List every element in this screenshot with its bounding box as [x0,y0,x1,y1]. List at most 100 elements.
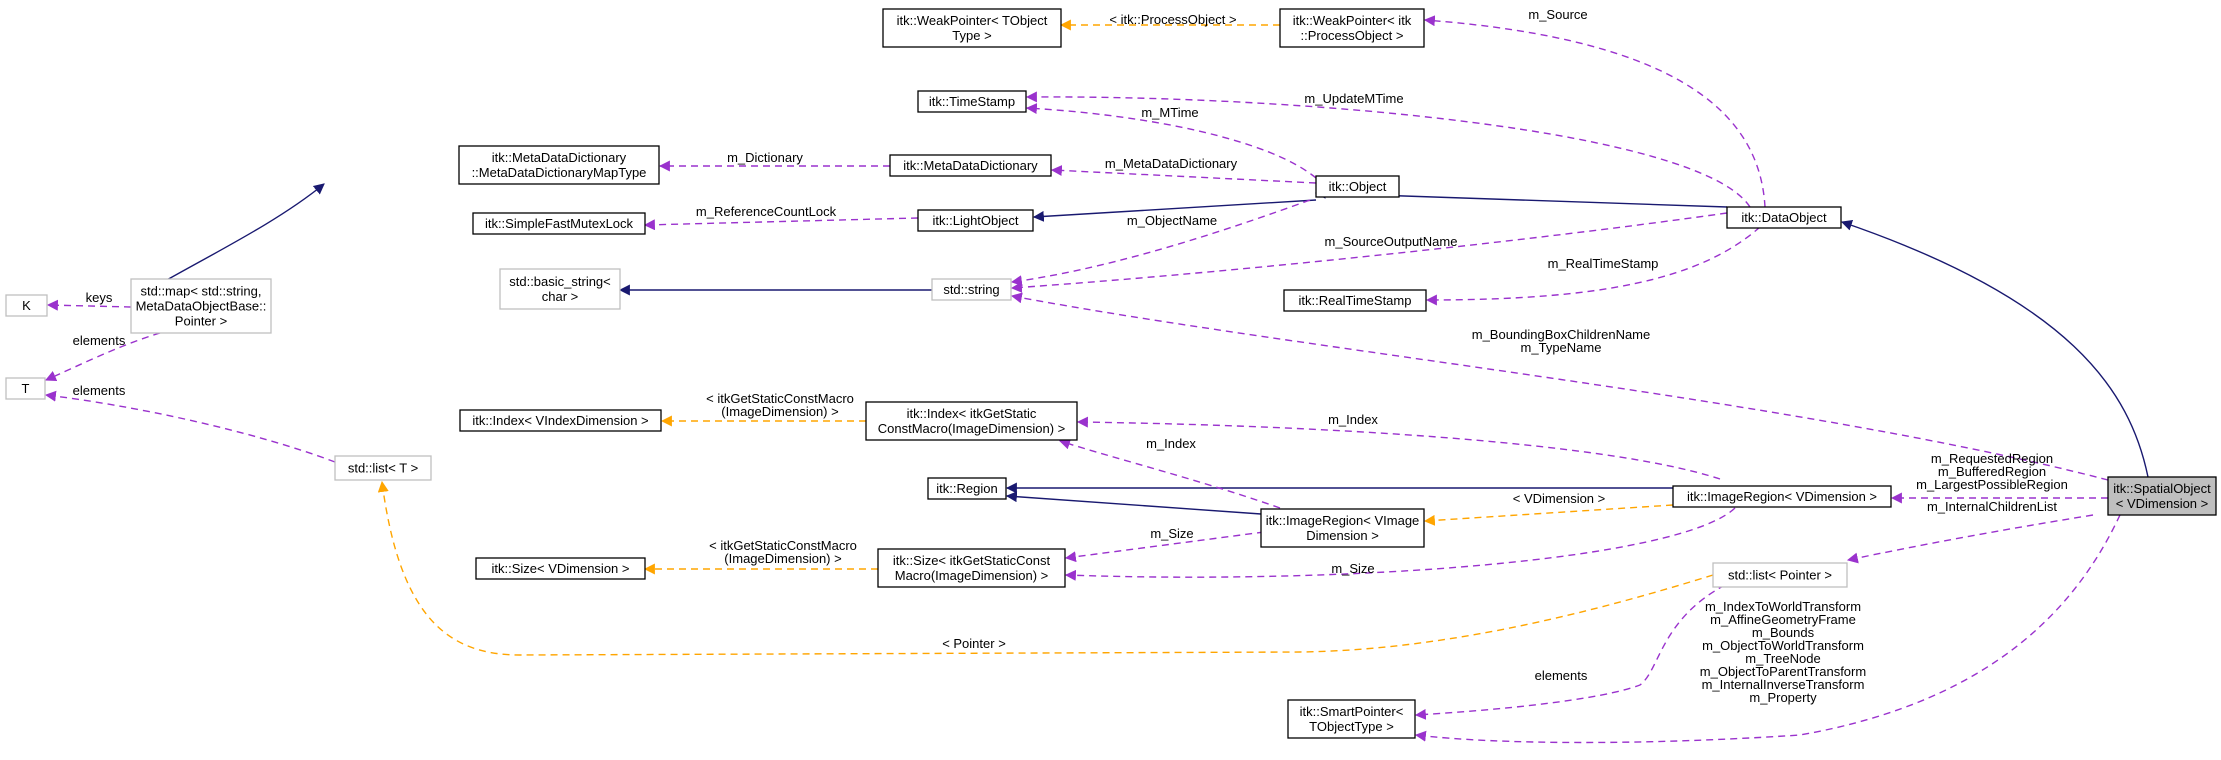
nodes: itk::WeakPointer< TObjectType > itk::Wea… [5,8,2217,739]
node-label-line: itk::Size< itkGetStaticConst [893,553,1051,568]
node-label-line: itk::MetaDataDictionary [492,150,627,165]
edge-label-line: < VDimension > [1513,491,1606,506]
edge-label-object-name: m_ObjectName [1127,213,1217,228]
edge-label-line: m_Property [1749,690,1817,705]
edge-label-line: (ImageDimension) > [721,404,838,419]
edge-label-line: elements [73,383,126,398]
node-label-line: itk::SmartPointer< [1300,704,1404,719]
node-basic-string[interactable]: std::basic_string<char > [499,268,621,310]
edge-label-internal-children: m_InternalChildrenList [1927,499,2057,514]
node-index-itkgetstaticconstmacro[interactable]: itk::Index< itkGetStaticConstMacro(Image… [865,401,1078,441]
node-spatialobject-selected-box [2107,476,2217,516]
edge-label-size-ir: m_Size [1331,561,1374,576]
node-realtimestamp-box [1283,289,1427,312]
node-smartpointer[interactable]: itk::SmartPointer<TObjectType > [1287,699,1416,739]
edge-label-macro-index: < itkGetStaticConstMacro(ImageDimension)… [706,391,854,419]
edge-label-mdd: m_MetaDataDictionary [1105,156,1238,171]
edge-spatialobject-to-stdlist-ptr [1846,514,2094,564]
edge-label-line: m_Index [1328,412,1378,427]
node-std-list-t[interactable]: std::list< T > [334,455,432,481]
node-size-vdimension-box [475,557,646,580]
node-label-line: Pointer > [175,314,227,329]
edge-label-line: m_Dictionary [727,150,803,165]
edge-label-line: < itkGetStaticConstMacro [709,538,857,553]
edge-label-dictionary: m_Dictionary [727,150,803,165]
node-label-line: itk::LightObject [933,213,1019,228]
node-size-itkgetstaticconstmacro-box [877,548,1066,588]
node-label-line: itk::Size< VDimension > [491,561,629,576]
edge-label-line: m_ObjectName [1127,213,1217,228]
node-size-itkgetstaticconstmacro[interactable]: itk::Size< itkGetStaticConstMacro(ImageD… [877,548,1066,588]
node-label-line: itk::Object [1329,179,1387,194]
edge-label-line: m_TypeName [1521,340,1602,355]
edge-label-update-mtime: m_UpdateMTime [1304,91,1403,106]
edge-label-refcount-lock: m_ReferenceCountLock [696,204,837,219]
node-label-line: itk::WeakPointer< TObject [897,13,1048,28]
node-metadatadictionary-maptype[interactable]: itk::MetaDataDictionary::MetaDataDiction… [458,145,660,185]
node-std-map-box [130,278,272,334]
edge-label-line: elements [73,333,126,348]
node-label-line: itk::ImageRegion< VImage [1266,513,1420,528]
edge-label-line: m_Size [1331,561,1374,576]
node-label-line: itk::SimpleFastMutexLock [485,216,634,231]
edge-stdmap-to-t [44,332,161,382]
node-k[interactable]: K [5,294,48,317]
node-metadatadictionary[interactable]: itk::MetaDataDictionary [889,154,1052,177]
edge-spatialobject-to-dataobject [1840,220,2149,478]
node-std-list-pointer[interactable]: std::list< Pointer > [1712,562,1848,588]
node-index-vindexdimension-box [459,409,662,432]
node-spatialobject-selected[interactable]: itk::SpatialObject< VDimension > [2107,476,2217,516]
node-std-map[interactable]: std::map< std::string,MetaDataObjectBase… [130,278,272,334]
node-label-line: MetaDataObjectBase:: [136,299,267,314]
node-weakpointer-tobjecttype[interactable]: itk::WeakPointer< TObjectType > [882,8,1062,48]
edge-label-process-object: < itk::ProcessObject > [1109,12,1236,27]
edge-label-index-irv: m_Index [1146,436,1196,451]
edge-label-line: m_SourceOutputName [1325,234,1458,249]
edge-label-line: m_ReferenceCountLock [696,204,837,219]
edge-dataobject-to-string [1010,212,1728,293]
edge-label-line: < itkGetStaticConstMacro [706,391,854,406]
edge-label-index-ir: m_Index [1328,412,1378,427]
node-object[interactable]: itk::Object [1315,175,1400,198]
node-label-line: itk::WeakPointer< itk [1293,13,1412,28]
node-index-vindexdimension[interactable]: itk::Index< VIndexDimension > [459,409,662,432]
node-weakpointer-tobjecttype-box [882,8,1062,48]
edge-label-line: m_AffineGeometryFrame [1710,612,1856,627]
edge-label-line: m_Size [1150,526,1193,541]
node-simplefastmutexlock[interactable]: itk::SimpleFastMutexLock [472,212,646,235]
node-label-line: char > [542,289,579,304]
node-label-line: itk::TimeStamp [929,94,1015,109]
node-weakpointer-processobject-box [1279,8,1425,48]
edge-label-line: m_ObjectToWorldTransform [1702,638,1864,653]
node-dataobject[interactable]: itk::DataObject [1726,206,1842,229]
node-label-line: itk::MetaDataDictionary [903,158,1038,173]
node-label-line: itk::Index< VIndexDimension > [472,413,648,428]
node-imageregion-vimagedimension-box [1260,508,1425,548]
edge-spatialobject-to-smartpointer [1414,514,2121,744]
edge-label-line: elements [1535,668,1588,683]
edge-label-line: m_TreeNode [1745,651,1820,666]
node-realtimestamp[interactable]: itk::RealTimeStamp [1283,289,1427,312]
edge-label-elements-list: elements [73,383,126,398]
node-label-line: std::list< Pointer > [1728,568,1832,583]
node-weakpointer-processobject[interactable]: itk::WeakPointer< itk::ProcessObject > [1279,8,1425,48]
edge-label-source-output-name: m_SourceOutputName [1325,234,1458,249]
node-std-string[interactable]: std::string [931,278,1012,301]
node-t[interactable]: T [5,377,46,400]
node-label-line: Dimension > [1306,528,1379,543]
node-timestamp[interactable]: itk::TimeStamp [917,90,1027,113]
node-imageregion-vdimension[interactable]: itk::ImageRegion< VDimension > [1672,485,1892,508]
edge-stdlist-ptr-to-stdlist-t [377,480,1714,656]
edge-label-line: m_Index [1146,436,1196,451]
edge-dataobject-to-weakpointer-po [1423,15,1766,208]
edge-label-line: < itk::ProcessObject > [1109,12,1236,27]
node-label-line: < VDimension > [2116,496,2209,511]
node-size-vdimension[interactable]: itk::Size< VDimension > [475,557,646,580]
edge-labels: < itk::ProcessObject > m_Source m_Update… [73,7,2068,705]
node-label-line: Macro(ImageDimension) > [895,568,1049,583]
node-metadatadictionary-maptype-box [458,145,660,185]
node-region[interactable]: itk::Region [927,477,1007,500]
node-lightobject[interactable]: itk::LightObject [917,209,1034,232]
